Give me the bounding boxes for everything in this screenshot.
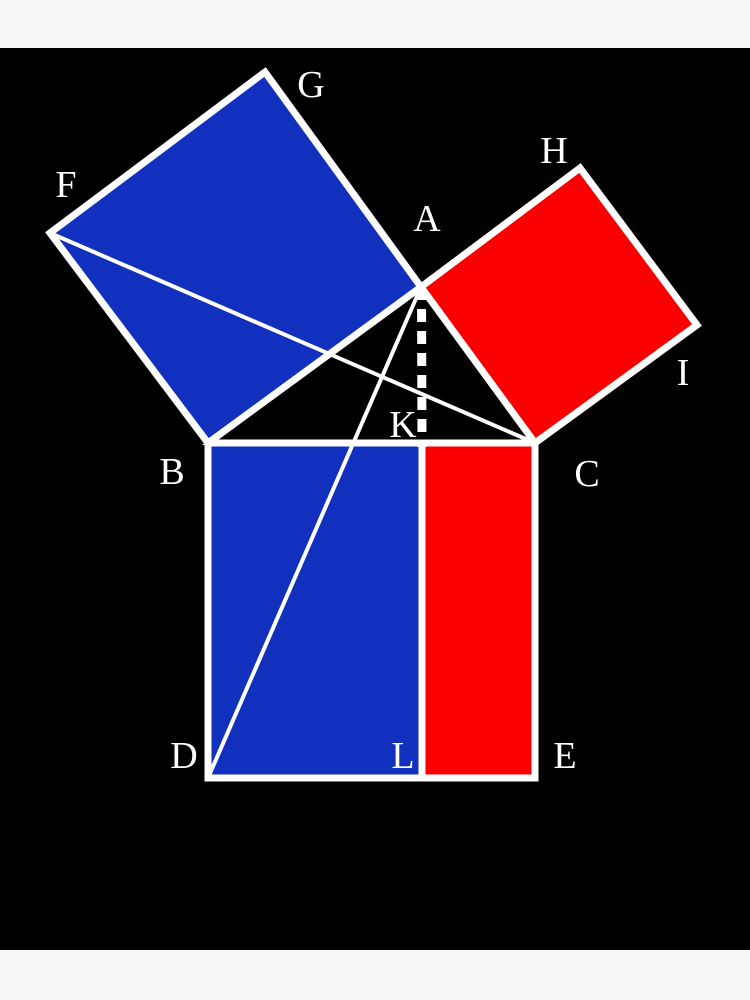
square-acih-on-leg-ac (416, 163, 702, 448)
vertex-label-g: G (297, 64, 324, 106)
vertex-label-f: F (55, 164, 76, 206)
line-a-to-d (206, 286, 423, 779)
vertex-label-a: A (413, 198, 441, 240)
line-f-to-c (49, 231, 536, 445)
vertex-label-b: B (159, 451, 184, 493)
top-border-strip (0, 0, 750, 48)
rectangle-klec (418, 439, 539, 782)
vertex-label-c: C (574, 453, 599, 495)
bottom-border-strip (0, 950, 750, 1000)
dashed-altitude-a-to-k (417, 286, 427, 448)
vertex-label-h: H (540, 130, 567, 172)
vertex-label-l: L (391, 735, 414, 777)
vertex-label-i: I (677, 352, 690, 394)
vertex-label-k: K (389, 404, 417, 446)
right-triangle-abc (201, 284, 539, 445)
vertex-label-d: D (170, 735, 197, 777)
rectangle-bdlk (204, 439, 426, 782)
vertex-label-e: E (553, 735, 576, 777)
